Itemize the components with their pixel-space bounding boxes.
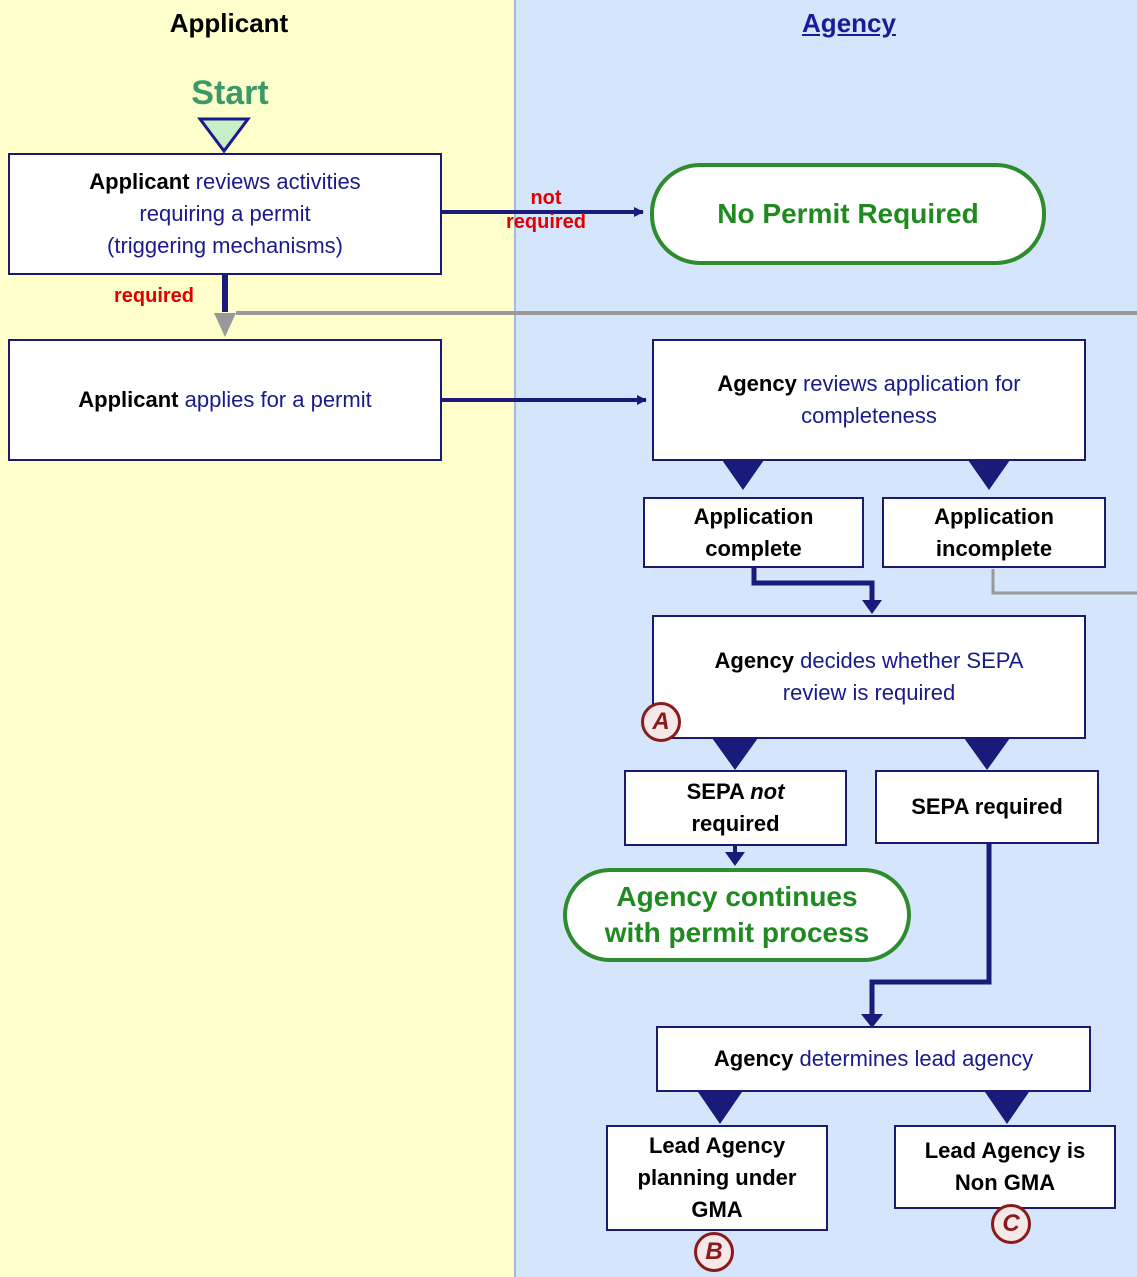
node-sepa-not-line2: required [691,811,780,836]
arrow-complete-to-sepa [751,567,875,606]
node-sepa-required[interactable]: SEPA required [875,770,1099,844]
start-label: Start [191,74,269,112]
terminal-continues-line1: Agency continues [616,881,858,912]
marker-c[interactable]: C [991,1204,1031,1244]
marker-b[interactable]: B [694,1232,734,1272]
lane-header-applicant: Applicant [169,8,289,38]
node-review-activities[interactable]: Applicant reviews activities requiring a… [8,153,442,275]
node-review-activities-bold: Applicant [89,169,190,194]
triangle-complete [722,460,764,490]
marker-a[interactable]: A [641,702,681,742]
triangle-sepa-not [712,738,758,770]
terminal-continues-line2: with permit process [604,917,870,948]
node-app-incomplete-line1: Application [934,503,1054,529]
node-review-activities-line2: requiring a permit [139,201,311,226]
triangle-lead-non-gma [985,1092,1029,1124]
node-applies-bold: Applicant [78,387,179,412]
node-sepa-not-part1: SEPA [686,779,751,804]
node-lead-gma-line1: Lead Agency [648,1133,786,1158]
edge-label-not: not [530,187,562,209]
node-sepa-decide-bold: Agency [714,648,794,673]
node-lead-gma[interactable]: Lead Agency planning under GMA [606,1125,828,1231]
node-app-incomplete-line2: incomplete [935,535,1053,561]
line-incomplete-gray [991,569,1137,595]
triangle-sepa-req [964,738,1010,770]
node-agency-review-line1: reviews application for [796,371,1021,396]
triangle-incomplete [968,460,1010,490]
terminal-continues[interactable]: Agency continues with permit process [563,868,911,962]
node-agency-review[interactable]: Agency reviews application for completen… [652,339,1086,461]
node-lead-agency[interactable]: Agency determines lead agency [656,1026,1091,1092]
node-sepa-not-required[interactable]: SEPA not required [624,770,847,846]
node-app-complete-line2: complete [705,535,802,561]
triangle-lead-gma [698,1092,742,1124]
node-lead-gma-line3: GMA [691,1197,743,1222]
gray-arrowhead [214,313,236,337]
node-sepa-decide-line1: decides whether SEPA [793,648,1024,673]
node-sepa-decide-line2: review is required [782,680,956,705]
node-agency-review-line2: completeness [801,403,937,428]
start-triangle [197,117,251,154]
node-app-incomplete[interactable]: Application incomplete [882,497,1106,568]
arrowhead-continues [725,852,745,866]
node-lead-non-gma-line2: Non GMA [954,1170,1056,1195]
node-agency-review-bold: Agency [717,371,797,396]
terminal-no-permit[interactable]: No Permit Required [650,163,1046,265]
edge-label-not-required: not required [488,186,604,234]
edge-label-required: required [113,285,195,307]
node-lead-non-gma-line1: Lead Agency is [924,1138,1086,1163]
node-lead-gma-line2: planning under [637,1165,797,1190]
node-review-activities-line1: reviews activities [189,169,361,194]
node-lead-non-gma[interactable]: Lead Agency is Non GMA [894,1125,1116,1209]
node-applies[interactable]: Applicant applies for a permit [8,339,442,461]
node-app-complete-line1: Application [693,503,814,529]
node-lead-agency-bold: Agency [713,1046,794,1071]
node-lead-agency-rest: determines lead agency [793,1046,1034,1071]
arrow-sepa-to-lead [869,844,992,1020]
arrowhead-lead [861,1014,883,1028]
node-sepa-decide[interactable]: Agency decides whether SEPA review is re… [652,615,1086,739]
arrowhead-complete [862,600,882,614]
node-app-complete[interactable]: Application complete [643,497,864,568]
node-sepa-not-italic: not [750,779,785,804]
node-review-activities-line3: (triggering mechanisms) [107,233,343,258]
lane-header-agency[interactable]: Agency [802,8,896,38]
edge-label-required-1: required [505,211,587,233]
node-applies-rest: applies for a permit [178,387,372,412]
